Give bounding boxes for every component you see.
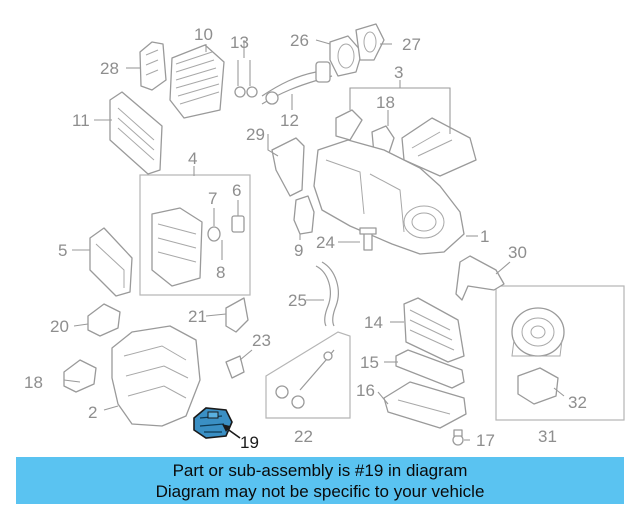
callout-28: 28 bbox=[100, 59, 119, 78]
part-10[interactable] bbox=[169, 44, 225, 119]
part-16[interactable] bbox=[383, 381, 467, 429]
banner-line-disclaimer: Diagram may not be specific to your vehi… bbox=[155, 482, 485, 501]
callout-26: 26 bbox=[290, 31, 309, 50]
leader-lines bbox=[63, 39, 565, 441]
part-17[interactable] bbox=[452, 429, 464, 446]
callout-9: 9 bbox=[294, 241, 303, 260]
callout-25: 25 bbox=[288, 291, 307, 310]
callout-3: 3 bbox=[394, 63, 403, 82]
part-12[interactable] bbox=[261, 61, 333, 105]
part-4[interactable] bbox=[151, 207, 203, 287]
callout-16: 16 bbox=[356, 381, 375, 400]
callout-4: 4 bbox=[188, 149, 197, 168]
callout-2: 2 bbox=[88, 403, 97, 422]
part-2[interactable] bbox=[111, 325, 201, 427]
callout-8: 8 bbox=[216, 263, 225, 282]
callout-17: 17 bbox=[476, 431, 495, 450]
detail-box-22 bbox=[265, 331, 351, 419]
callout-14: 14 bbox=[364, 313, 383, 332]
callout-20: 20 bbox=[50, 317, 69, 336]
part-5[interactable] bbox=[89, 227, 133, 297]
callout-19: 19 bbox=[240, 433, 259, 452]
part-29[interactable] bbox=[271, 137, 305, 197]
callout-6: 6 bbox=[232, 181, 241, 200]
callout-23: 23 bbox=[252, 331, 271, 350]
part-14[interactable] bbox=[403, 297, 465, 363]
part-1[interactable] bbox=[313, 139, 465, 255]
callout-15: 15 bbox=[360, 353, 379, 372]
part-22[interactable] bbox=[275, 349, 335, 409]
part-21[interactable] bbox=[225, 297, 249, 333]
callout-7: 7 bbox=[208, 189, 217, 208]
callout-18-lower: 18 bbox=[24, 373, 43, 392]
part-31[interactable] bbox=[511, 307, 565, 357]
part-20[interactable] bbox=[87, 303, 121, 337]
callout-27: 27 bbox=[402, 35, 421, 54]
callout-1: 1 bbox=[480, 227, 489, 246]
part-26[interactable] bbox=[329, 35, 363, 77]
callout-21: 21 bbox=[188, 307, 207, 326]
part-18-lower[interactable] bbox=[63, 359, 97, 393]
callout-29: 29 bbox=[246, 125, 265, 144]
part-30[interactable] bbox=[455, 255, 505, 301]
part-6[interactable] bbox=[231, 215, 245, 233]
part-32[interactable] bbox=[517, 367, 559, 405]
part-9[interactable] bbox=[293, 195, 315, 235]
detail-box-31 bbox=[495, 285, 625, 421]
callout-5: 5 bbox=[58, 241, 67, 260]
callout-labels: 2 3 4 5 6 7 8 9 10 11 12 13 14 15 16 17 … bbox=[24, 25, 587, 452]
info-banner: Part or sub-assembly is #19 in diagram D… bbox=[16, 457, 624, 504]
part-13[interactable] bbox=[234, 60, 258, 98]
callout-11: 11 bbox=[72, 111, 90, 130]
part-27[interactable] bbox=[355, 23, 385, 61]
callout-31: 31 bbox=[538, 427, 557, 446]
banner-line-part: Part or sub-assembly is #19 in diagram bbox=[172, 461, 468, 480]
callout-24: 24 bbox=[316, 233, 335, 252]
callout-12: 12 bbox=[280, 111, 299, 130]
part-25[interactable] bbox=[315, 261, 339, 327]
part-24[interactable] bbox=[359, 227, 377, 251]
part-11[interactable] bbox=[109, 91, 163, 175]
part-23[interactable] bbox=[225, 349, 253, 379]
part-15[interactable] bbox=[395, 349, 465, 389]
callout-32: 32 bbox=[568, 393, 587, 412]
callout-10: 10 bbox=[194, 25, 213, 44]
callout-18-upper: 18 bbox=[376, 93, 395, 112]
part-7[interactable] bbox=[207, 226, 221, 242]
part-19-highlighted[interactable] bbox=[193, 407, 233, 439]
callout-13: 13 bbox=[230, 33, 249, 52]
detail-box-4 bbox=[139, 174, 251, 296]
callout-30: 30 bbox=[508, 243, 527, 262]
part-28[interactable] bbox=[139, 41, 167, 91]
parts-diagram: 2 3 4 5 6 7 8 9 10 11 12 13 14 15 16 17 … bbox=[24, 23, 625, 452]
callout-22: 22 bbox=[294, 427, 313, 446]
